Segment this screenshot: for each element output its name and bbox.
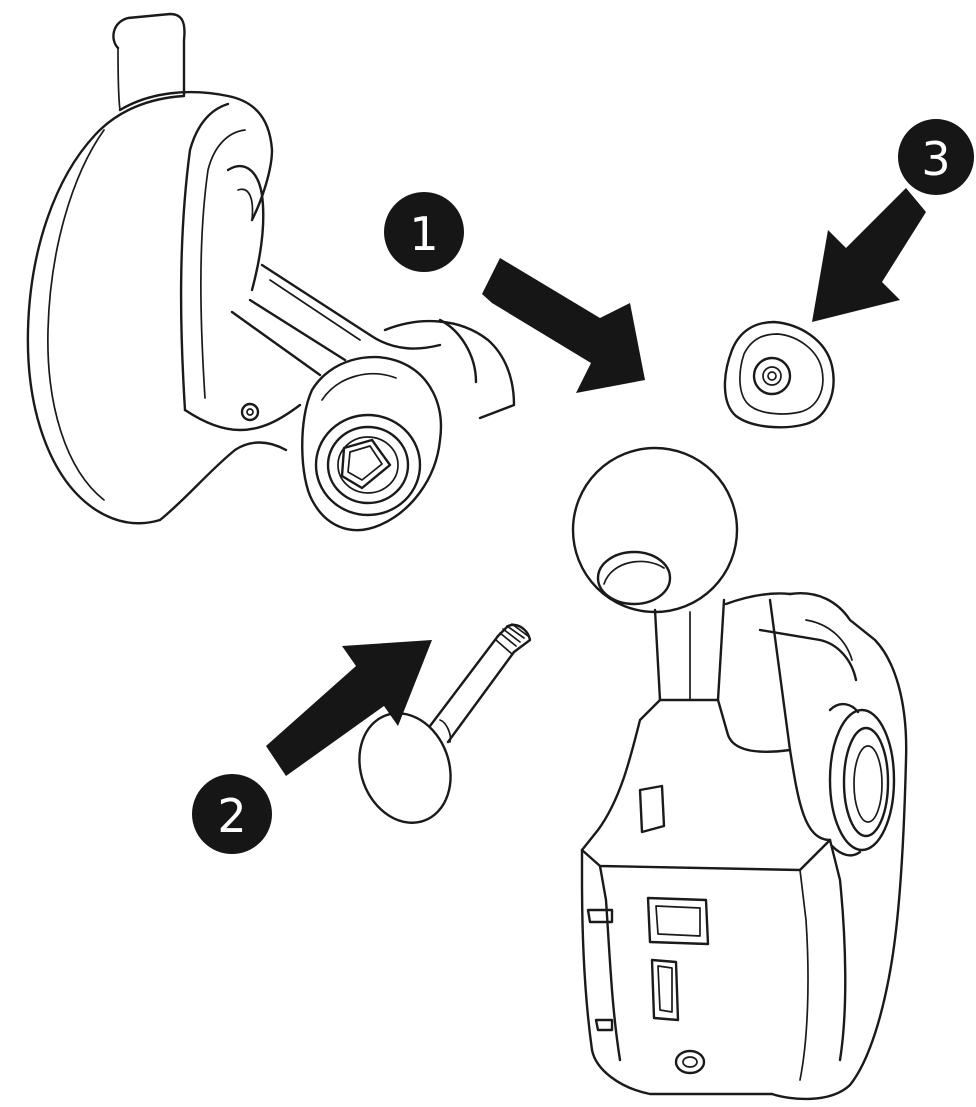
arrow-step-3 [812,188,926,322]
step-badge-3: 3 [898,119,974,195]
step-number-1: 1 [409,207,438,261]
suction-cup-mount [26,12,516,532]
camera-body [580,592,908,1101]
arrow-step-2 [266,640,432,776]
step-badge-2: 2 [192,774,272,854]
triangle-nut [723,320,835,429]
step-number-3: 3 [921,132,950,186]
arrow-step-1 [482,258,645,393]
step-number-2: 2 [217,789,246,843]
step-badge-1: 1 [384,192,464,272]
thumb-screw [358,623,532,824]
ball-adapter-mount [571,446,792,702]
